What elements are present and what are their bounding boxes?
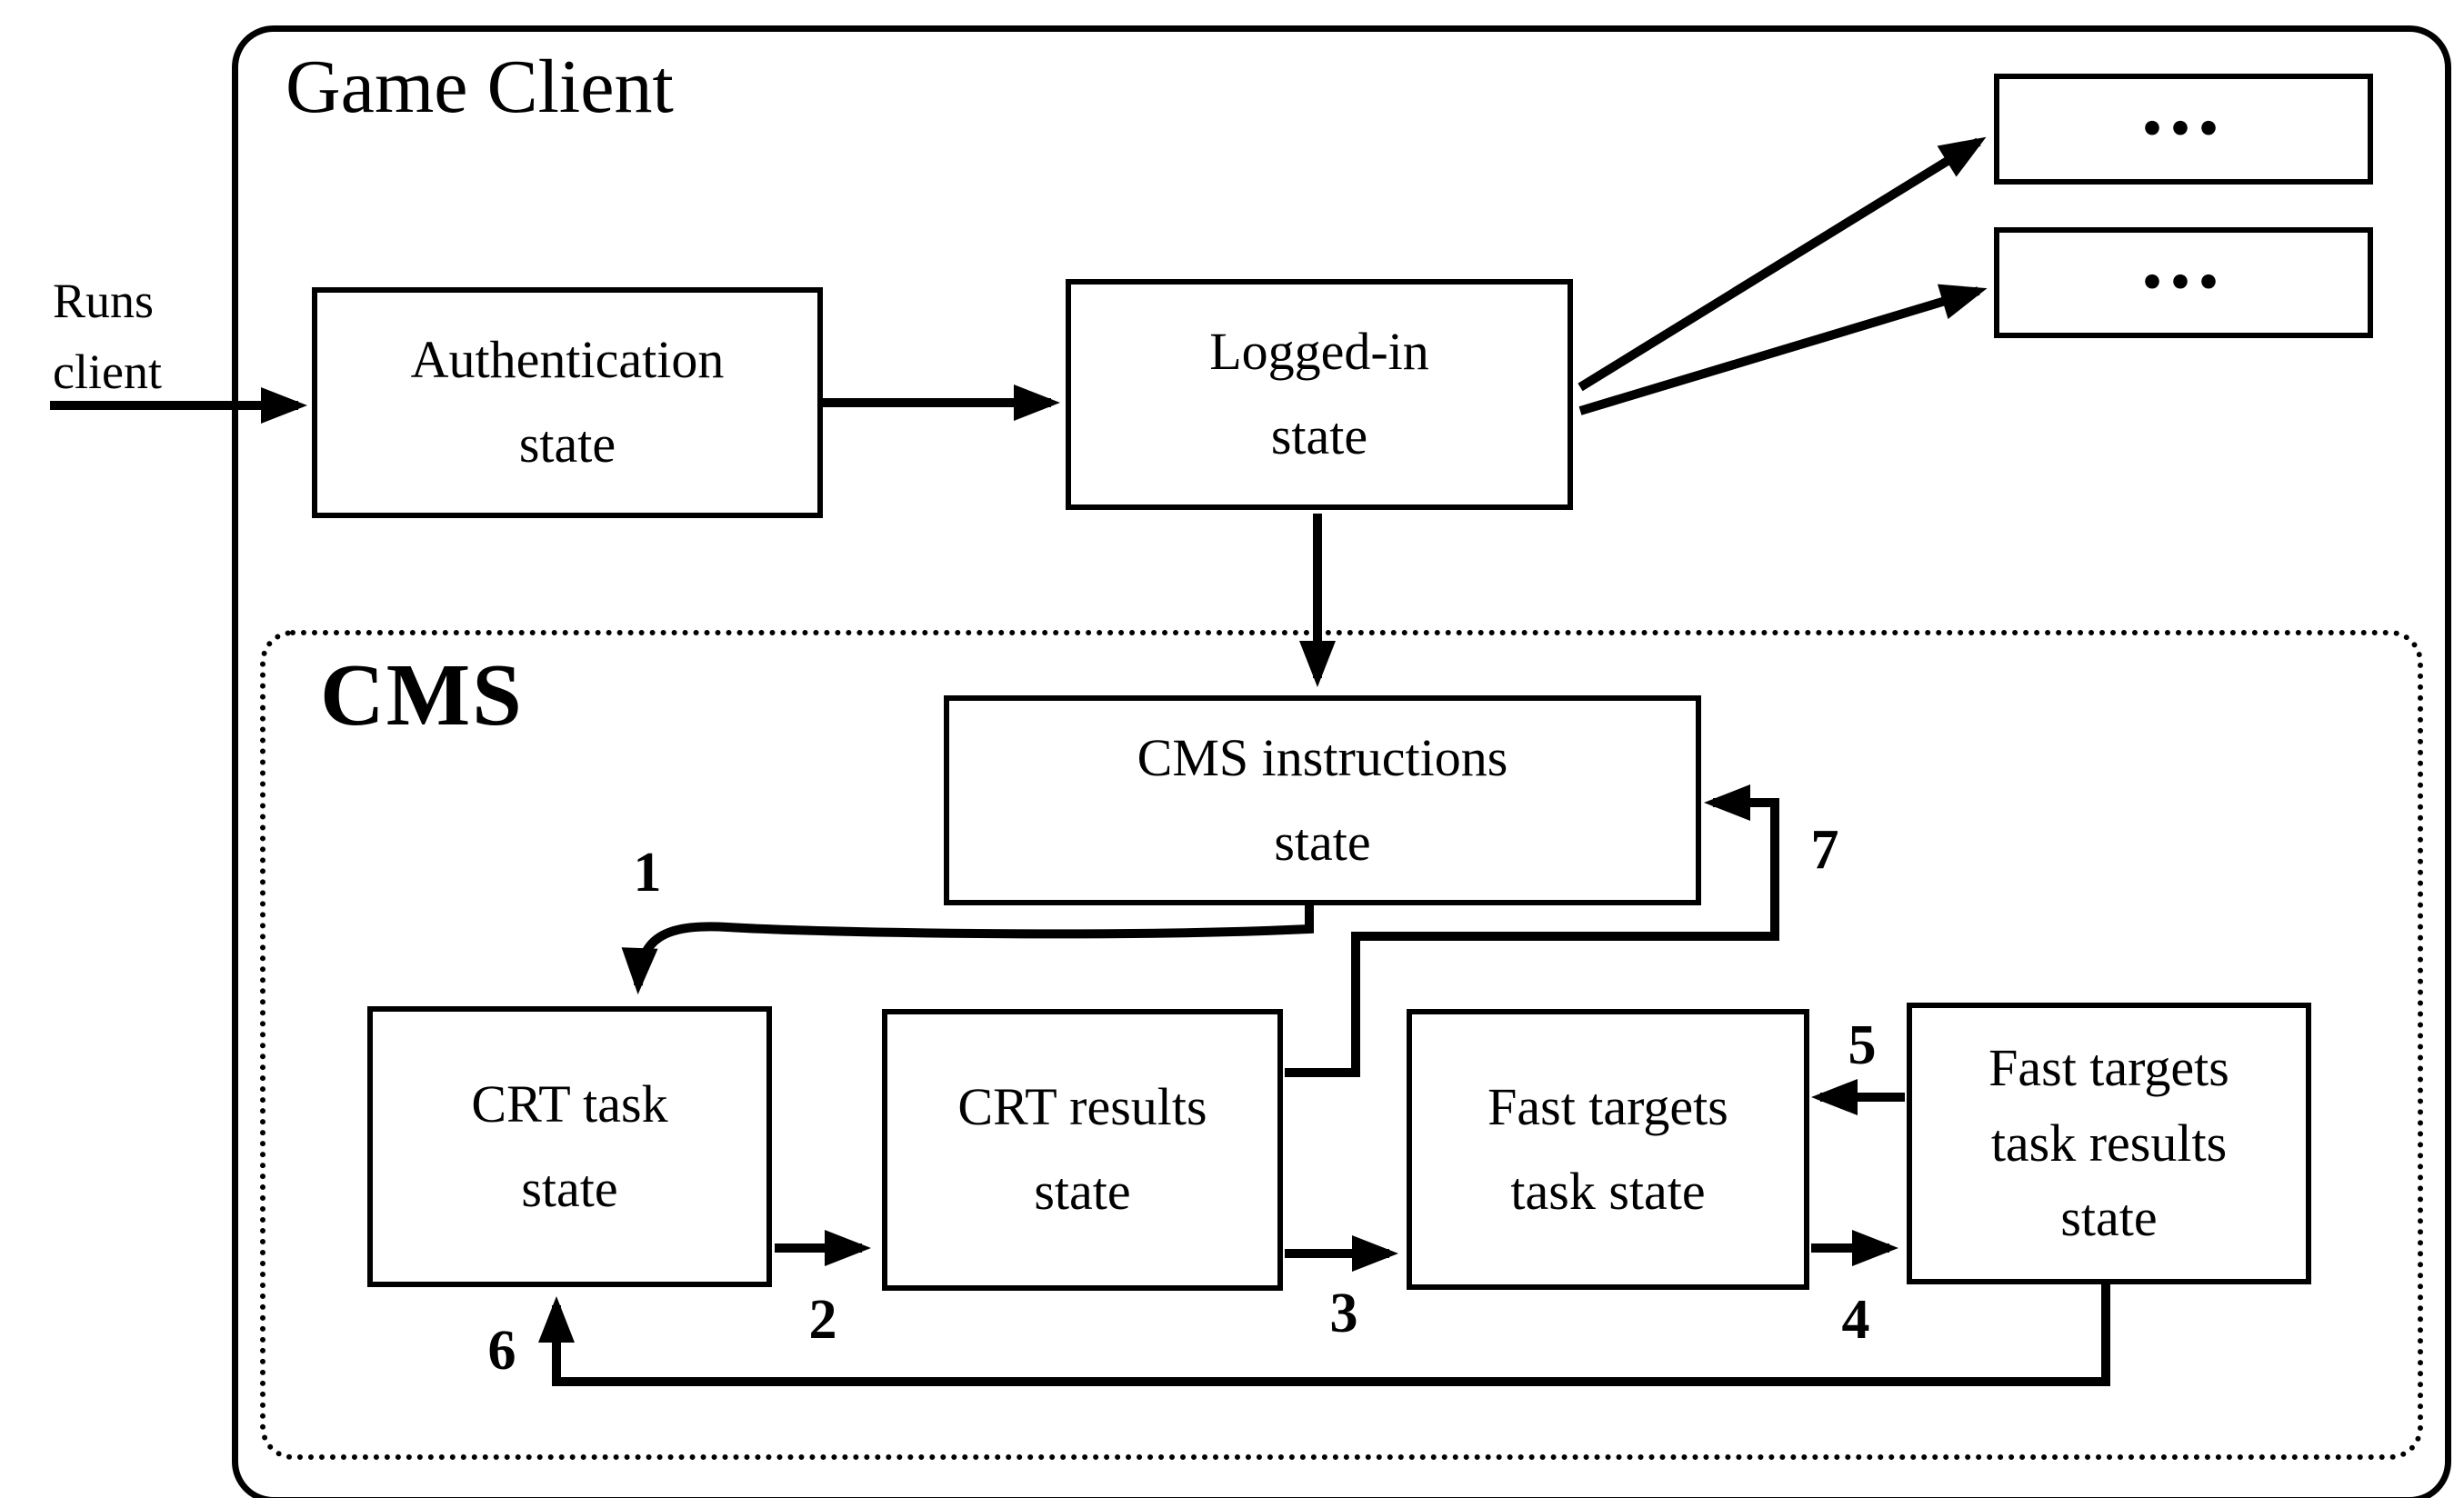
node-cms-instructions-state-label: CMS instructions state: [1137, 727, 1508, 872]
runs-client-label: Runs client: [53, 274, 162, 400]
node-ellipsis-bottom: ...: [1994, 215, 2373, 338]
cms-container: [260, 630, 2423, 1460]
edge-label-4: 4: [1841, 1289, 1870, 1351]
node-crt-results-state: CRT results state: [882, 1009, 1283, 1291]
edge-label-3: 3: [1329, 1283, 1358, 1344]
node-fast-targets-task-state-label: Fast targets task state: [1487, 1076, 1728, 1221]
node-cms-instructions-state: CMS instructions state: [944, 695, 1701, 905]
node-logged-in-state-label: Logged-in state: [1209, 322, 1429, 465]
node-ellipsis-top: ...: [1994, 61, 2373, 185]
node-crt-task-state-label: CRT task state: [471, 1074, 668, 1218]
game-client-title: Game Client: [285, 45, 674, 129]
node-logged-in-state: Logged-in state: [1066, 279, 1573, 510]
edge-label-7: 7: [1810, 819, 1839, 881]
cms-title: CMS: [320, 646, 524, 744]
edge-label-2: 2: [808, 1289, 837, 1351]
edge-label-1: 1: [633, 842, 662, 904]
node-fast-targets-task-results-state: Fast targets task results state: [1907, 1003, 2311, 1284]
node-fast-targets-task-results-state-label: Fast targets task results state: [1988, 1038, 2229, 1248]
node-crt-results-state-label: CRT results state: [957, 1077, 1207, 1221]
edge-label-5: 5: [1848, 1014, 1877, 1076]
node-authentication-state: Authentication state: [312, 287, 823, 518]
node-crt-task-state: CRT task state: [367, 1006, 772, 1287]
node-fast-targets-task-state: Fast targets task state: [1407, 1009, 1809, 1290]
edge-label-6: 6: [487, 1320, 516, 1382]
node-authentication-state-label: Authentication state: [410, 330, 725, 474]
